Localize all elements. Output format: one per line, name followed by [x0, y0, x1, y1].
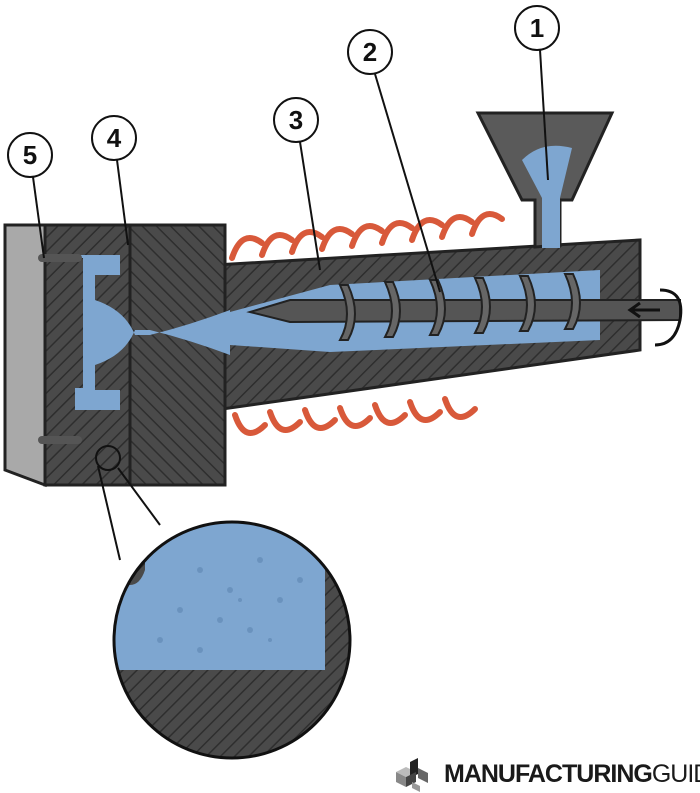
manufacturing-guide-logo: MANUFACTURINGGUIDE	[388, 756, 700, 792]
callout-4: 4	[91, 115, 137, 161]
hopper-plastic	[522, 145, 572, 248]
callout-3: 3	[273, 97, 319, 143]
cube-logo-icon	[396, 758, 428, 792]
ejector-pins	[38, 254, 82, 444]
screw	[246, 273, 681, 341]
logo-text-light: GUIDE	[651, 759, 700, 788]
mold-face	[3, 223, 47, 488]
logo-text-bold: MANUFACTURING	[444, 759, 653, 788]
callout-5: 5	[7, 132, 53, 178]
callout-1: 1	[514, 5, 560, 51]
svg-text:4: 4	[107, 123, 122, 153]
svg-text:5: 5	[23, 140, 37, 170]
callout-2: 2	[347, 29, 393, 75]
heater-coils-top	[229, 211, 505, 261]
mold-right-half	[128, 223, 227, 487]
heater-coils-bottom	[232, 396, 478, 436]
svg-text:1: 1	[530, 13, 544, 43]
svg-text:3: 3	[289, 105, 303, 135]
detail-magnifier	[95, 445, 352, 760]
rotation-arrow-icon	[627, 288, 683, 347]
mold-cavity	[75, 255, 230, 410]
svg-text:2: 2	[363, 37, 377, 67]
